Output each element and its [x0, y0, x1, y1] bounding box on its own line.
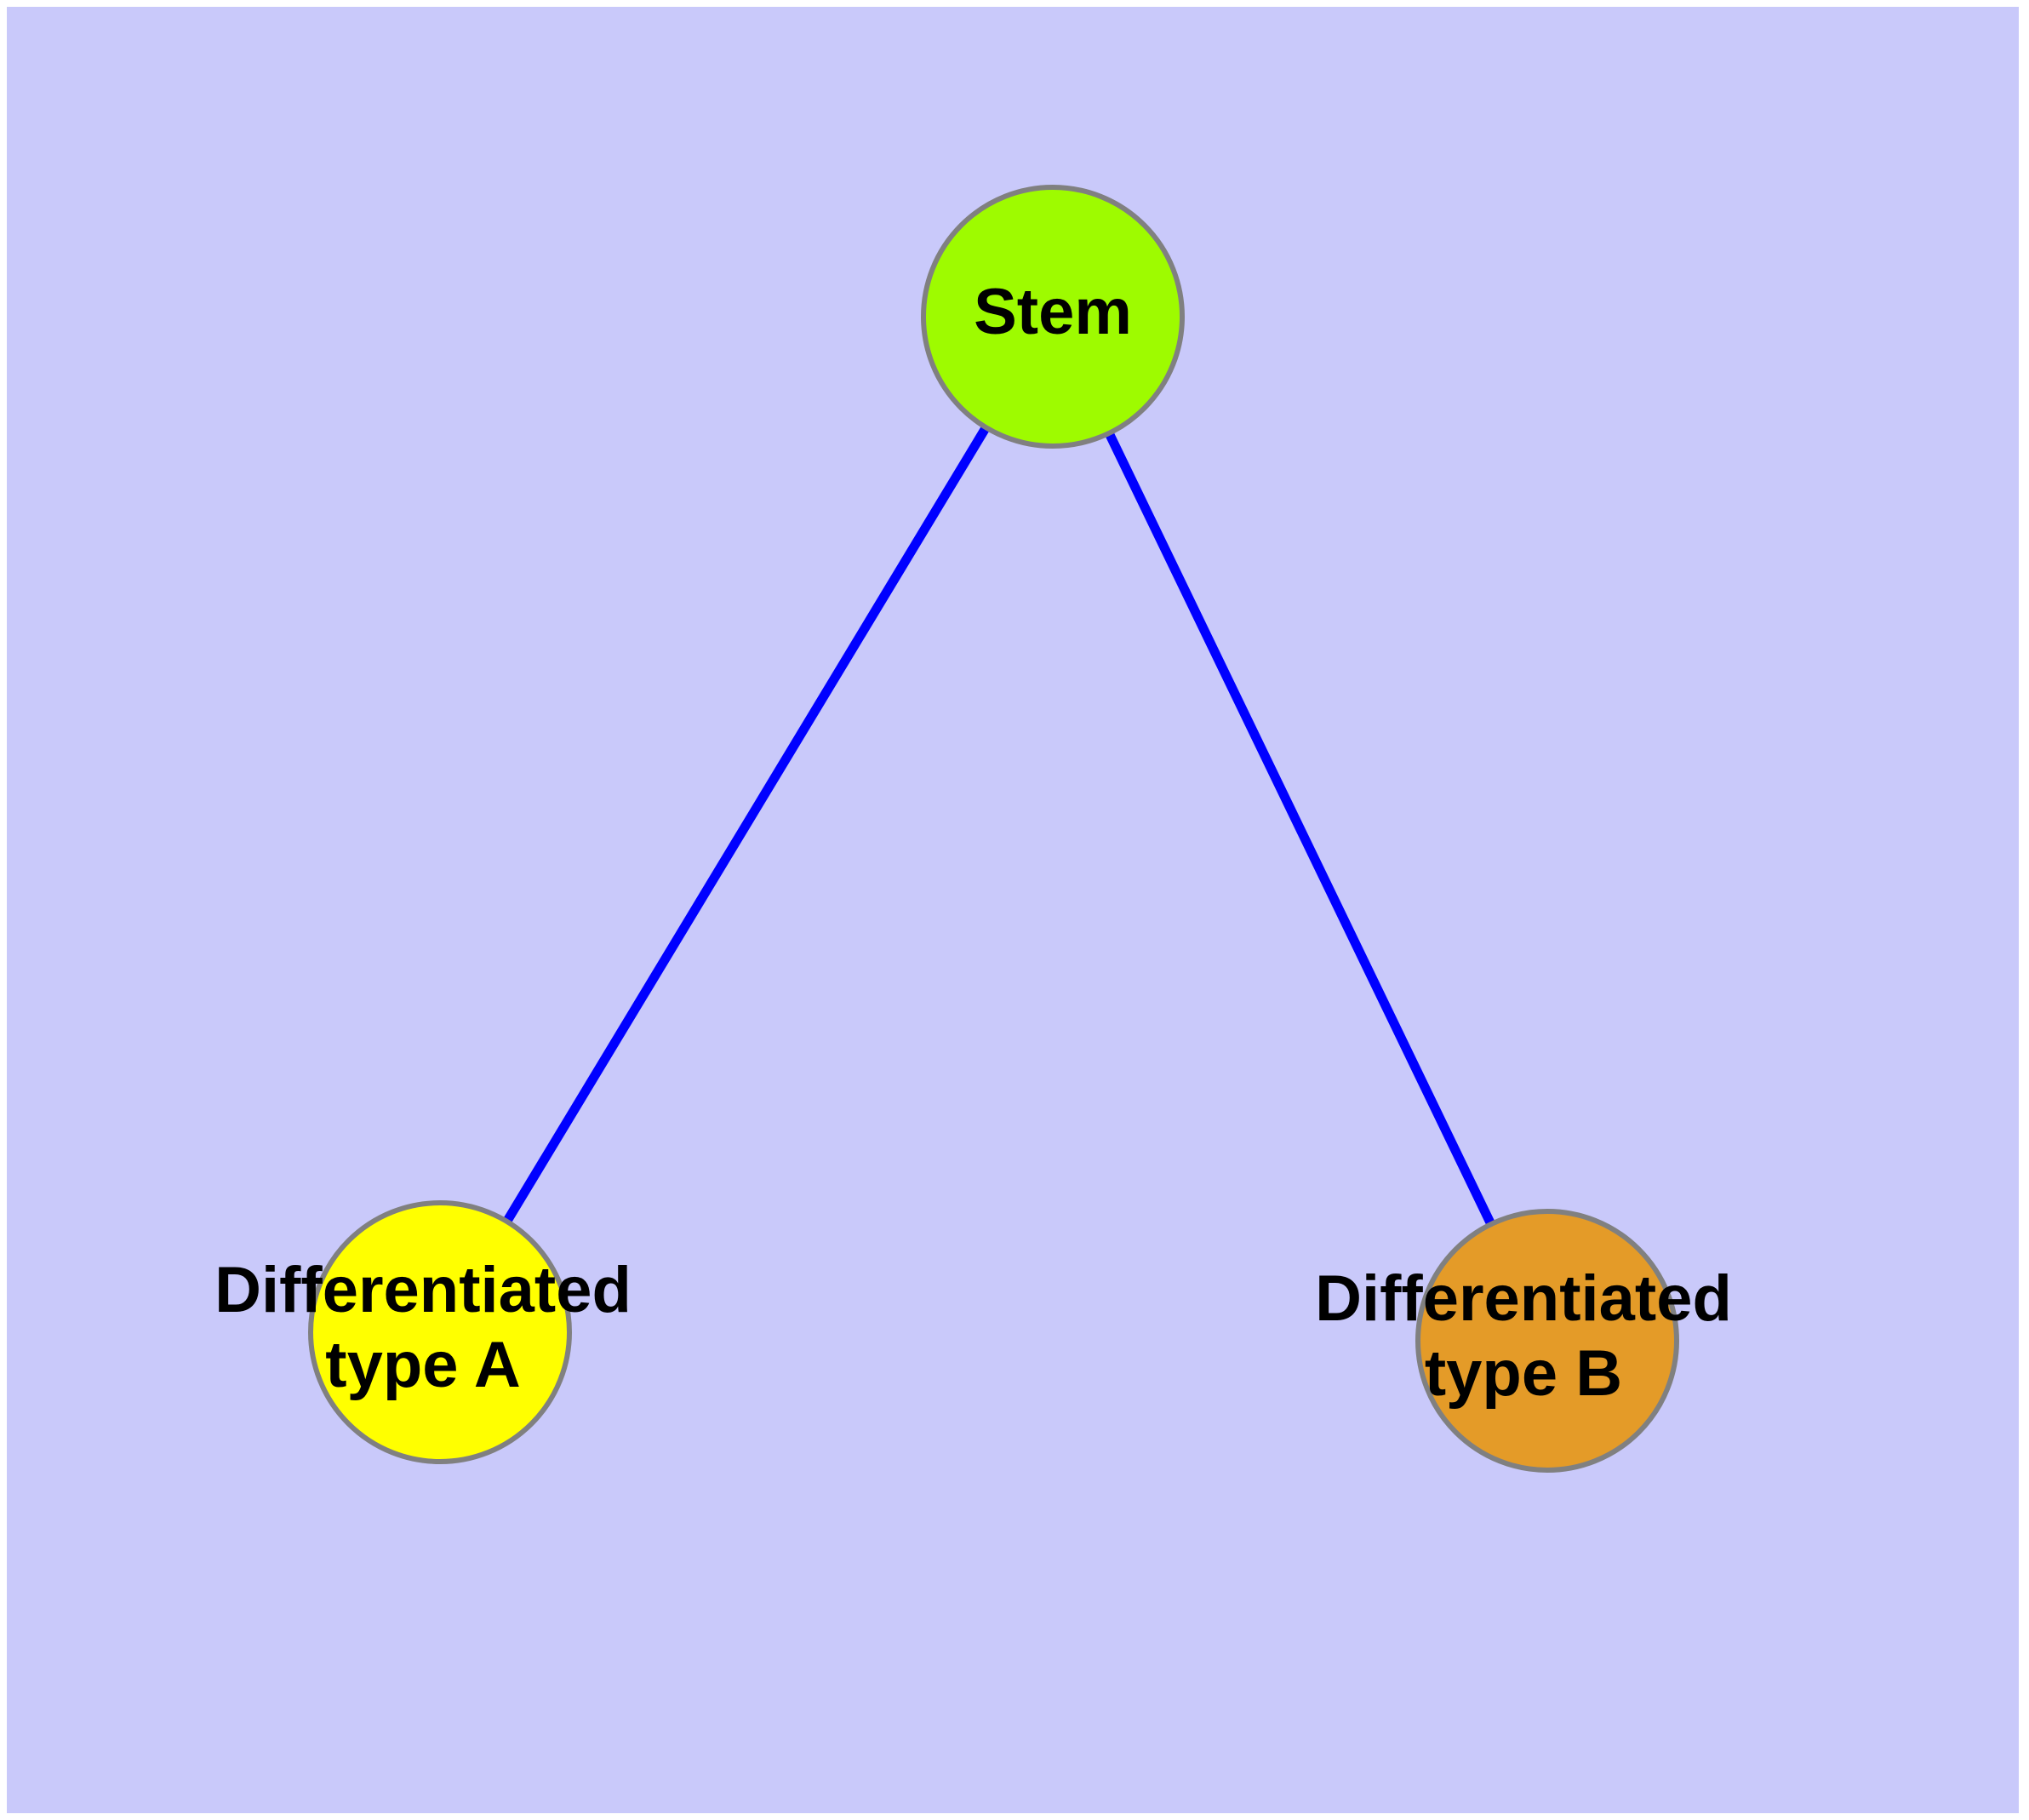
node-label-line: Differentiated	[1315, 1262, 1732, 1335]
node-stem-label: Stem	[974, 276, 1132, 348]
node-label-line: type A	[325, 1329, 520, 1401]
node-stem[interactable]: Stem	[921, 185, 1185, 449]
edge-layer	[436, 314, 1552, 1343]
edge-stem-to-type-b[interactable]	[1049, 314, 1552, 1343]
node-label-line: type B	[1425, 1337, 1622, 1410]
node-differentiated-type-b-circle[interactable]	[1415, 1209, 1679, 1473]
node-differentiated-type-a-circle[interactable]	[308, 1200, 572, 1464]
edge-stem-to-type-a[interactable]	[436, 314, 1057, 1335]
node-label-line: Differentiated	[214, 1254, 632, 1326]
node-label-line: Stem	[974, 276, 1132, 348]
node-stem-circle[interactable]	[921, 185, 1185, 449]
